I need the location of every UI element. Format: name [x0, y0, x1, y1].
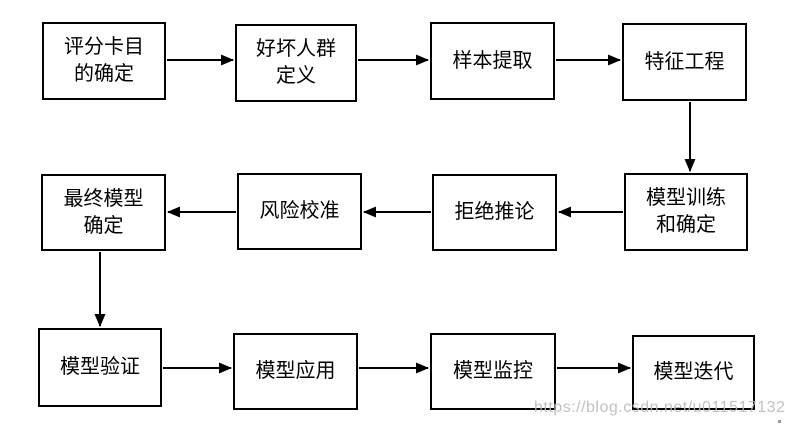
- node-model-iteration: 模型迭代: [632, 335, 755, 410]
- node-reject-inference: 拒绝推论: [432, 174, 557, 251]
- node-risk-calibration: 风险校准: [237, 173, 362, 250]
- node-final-model: 最终模型 确定: [41, 174, 166, 251]
- node-good-bad-definition: 好坏人群 定义: [235, 24, 357, 102]
- node-model-validation: 模型验证: [38, 328, 162, 407]
- node-model-application: 模型应用: [233, 333, 358, 410]
- node-model-monitoring: 模型监控: [430, 333, 556, 410]
- node-scorecard-goal: 评分卡目 的确定: [42, 22, 166, 100]
- csdn-watermark: https://blog.csdn.net/u011517132: [534, 399, 785, 416]
- node-feature-engineering: 特征工程: [622, 23, 747, 101]
- node-model-training: 模型训练 和确定: [624, 173, 748, 251]
- node-sample-extraction: 样本提取: [430, 22, 555, 100]
- stray-mark: [778, 420, 781, 423]
